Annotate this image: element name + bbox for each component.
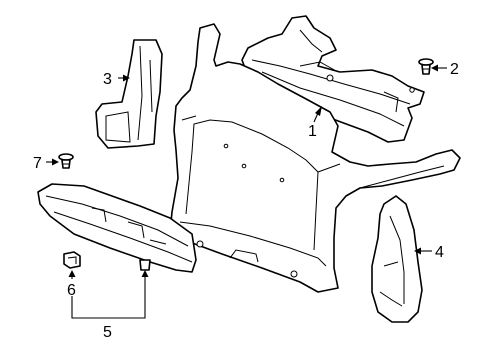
callout-1: 1 — [308, 123, 317, 140]
callout-3: 3 — [103, 71, 112, 88]
clip-part-2 — [418, 58, 434, 75]
callout-4: 4 — [435, 244, 444, 261]
leaders — [46, 64, 447, 319]
clip-part-7 — [58, 153, 74, 169]
left-air-guide — [95, 39, 163, 149]
radiator-support-frame — [169, 23, 461, 293]
right-air-guide — [371, 195, 423, 323]
nut-part-6 — [63, 251, 81, 269]
callout-2: 2 — [450, 61, 459, 78]
callout-6: 6 — [67, 282, 76, 299]
lower-air-deflector — [37, 183, 197, 273]
callout-7: 7 — [33, 155, 42, 172]
callout-5: 5 — [103, 324, 112, 341]
